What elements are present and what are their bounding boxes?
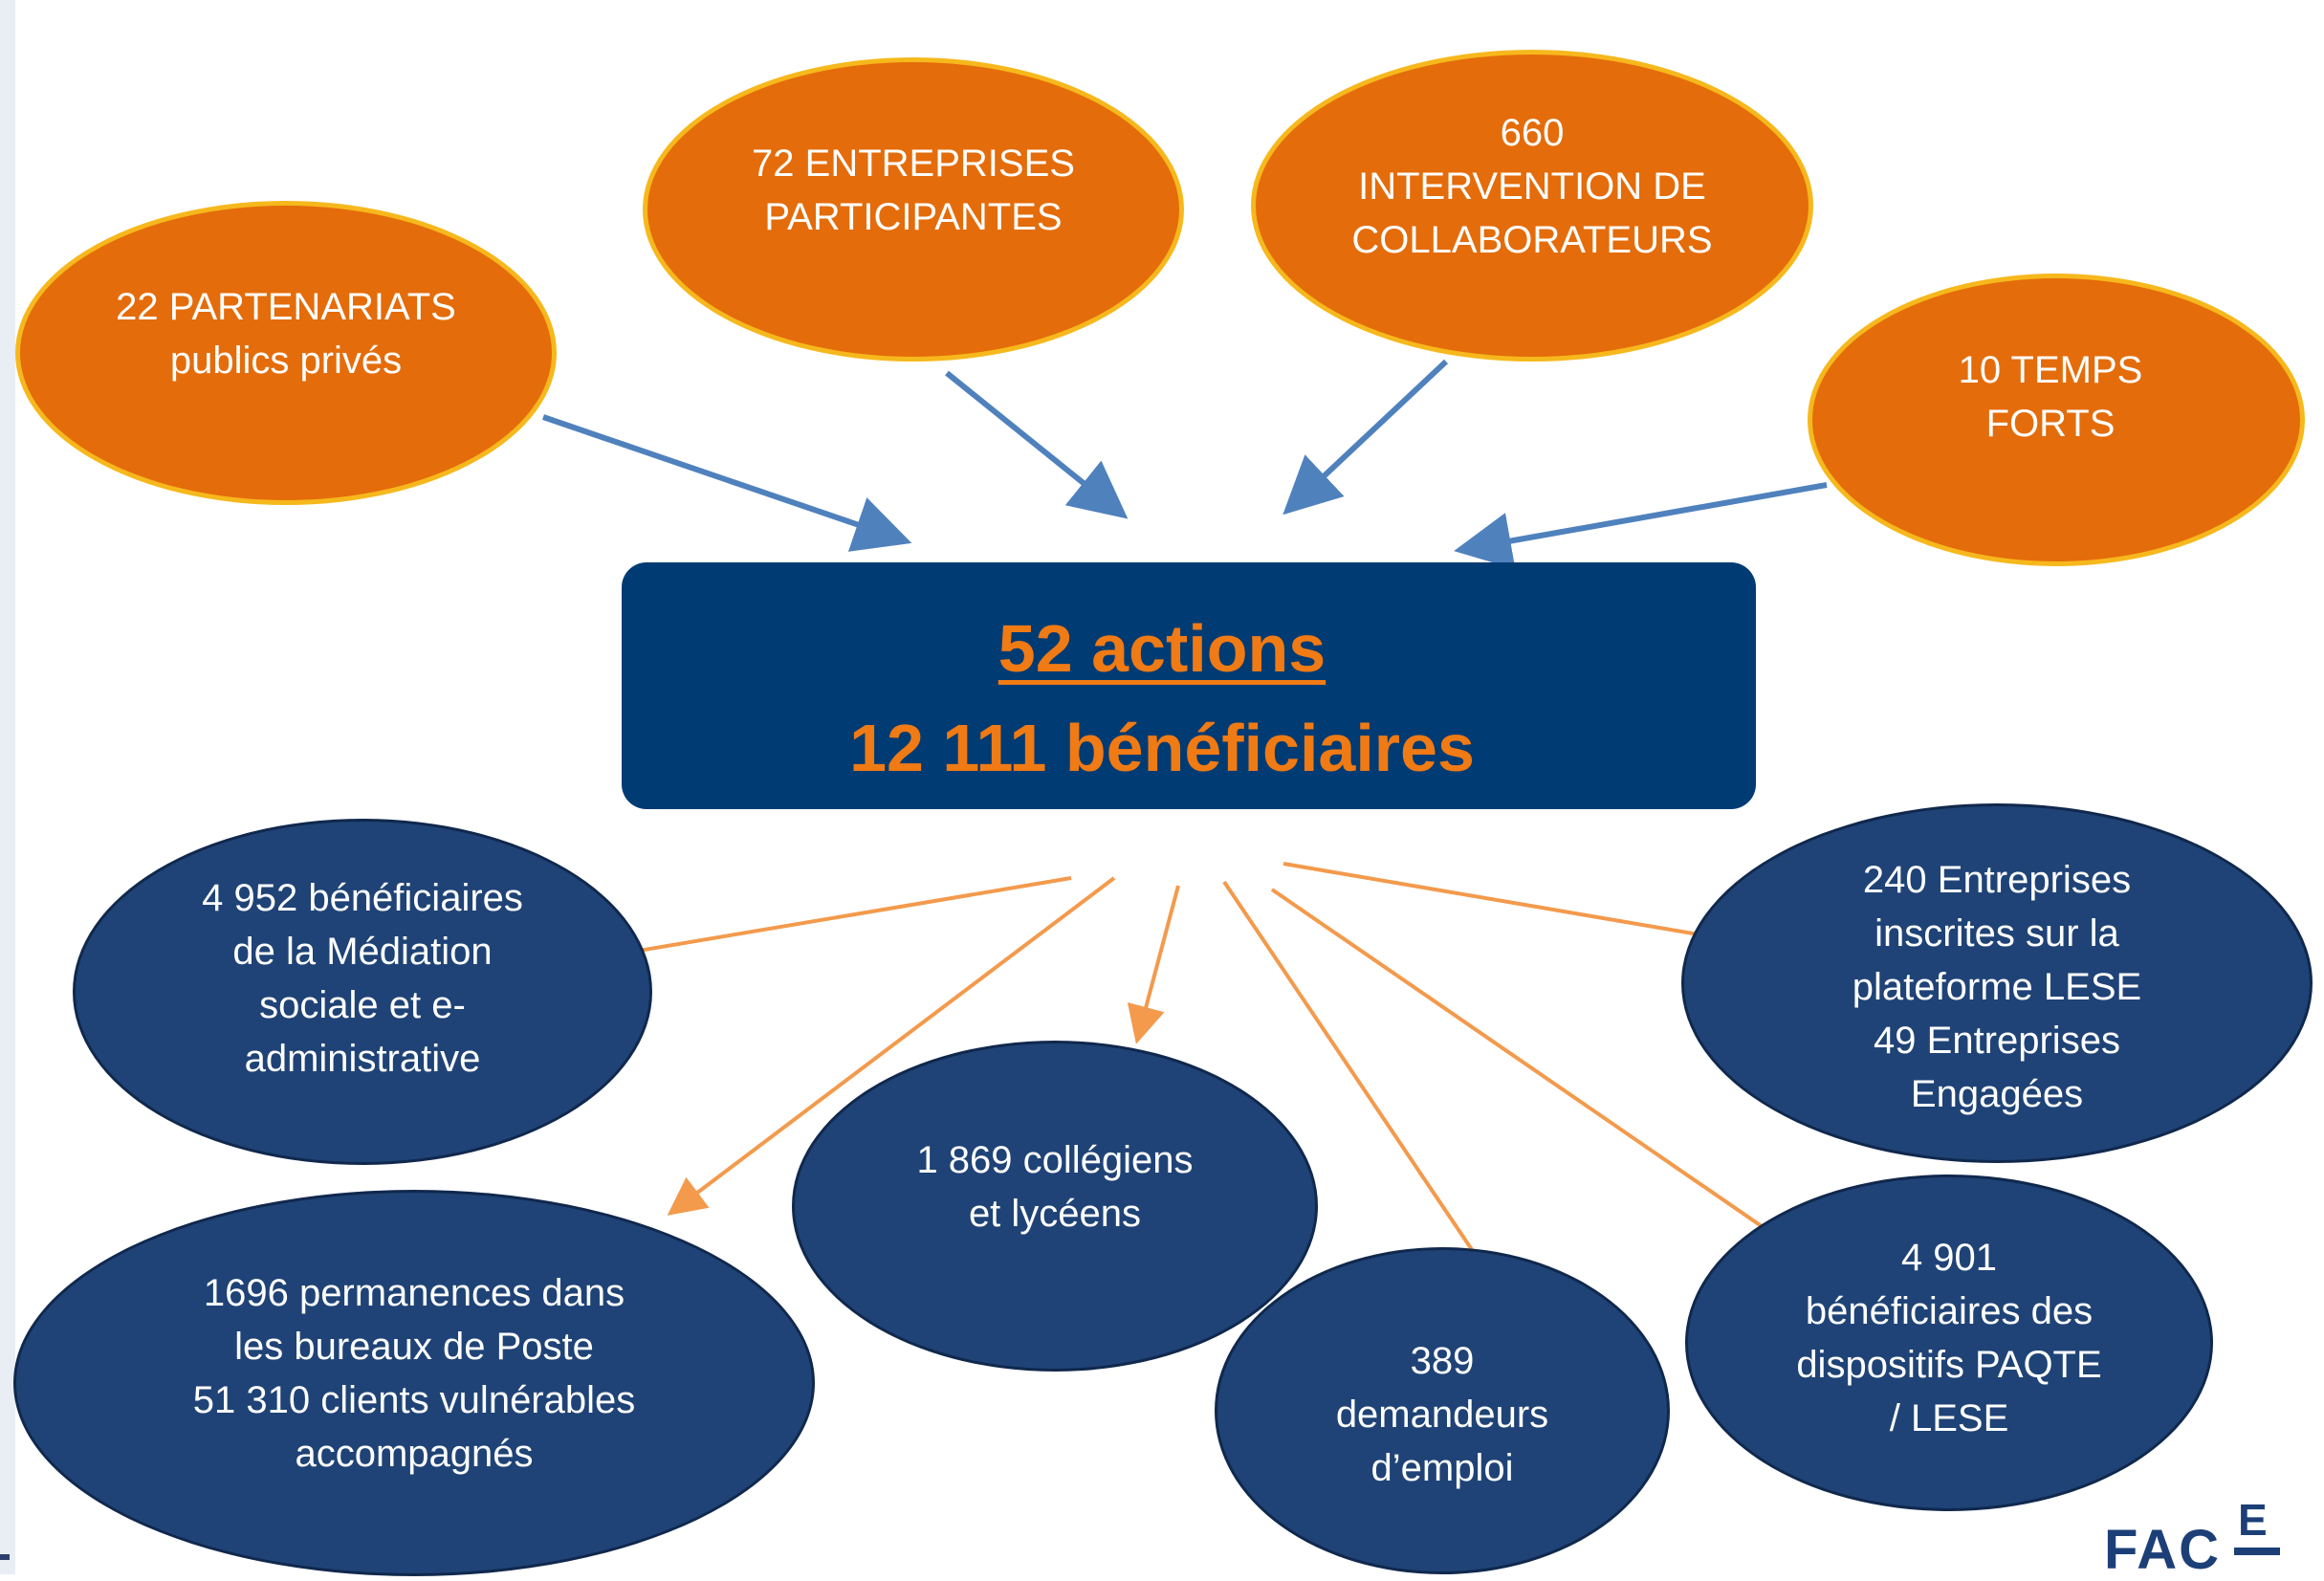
- left-edge-mark: [0, 1554, 10, 1560]
- bubble-temps-forts-text: 10 TEMPS FORTS: [1958, 349, 2143, 445]
- bubble-demandeurs: 389 demandeurs d’emploi: [1215, 1247, 1670, 1574]
- bubble-temps-forts: 10 TEMPS FORTS: [1808, 274, 2305, 566]
- arrow-permanences: [667, 876, 1116, 1216]
- bubble-entreprises: 72 ENTREPRISES PARTICIPANTES: [643, 57, 1184, 362]
- bubble-lese: 240 Entreprises inscrites sur la platefo…: [1681, 803, 2313, 1163]
- center-summary-box: [622, 562, 1756, 809]
- left-edge-strip: [0, 0, 15, 1574]
- bubble-paqte-text: 4 901 bénéficiaires des dispositifs PAQT…: [1796, 1237, 2102, 1439]
- arrow-collegiens: [1127, 885, 1180, 1044]
- arrow-paqte: [1270, 888, 1824, 1269]
- center-actions-count: 52 actions: [998, 611, 1326, 686]
- bubble-permanences: 1696 permanences dans les bureaux de Pos…: [13, 1190, 815, 1576]
- face-logo-bar: [2234, 1548, 2280, 1555]
- bubble-entreprises-text: 72 ENTREPRISES PARTICIPANTES: [752, 143, 1075, 238]
- face-logo-main: FAC: [2104, 1519, 2221, 1581]
- bubble-lese-text: 240 Entreprises inscrites sur la platefo…: [1852, 859, 2142, 1115]
- bubble-partenariats: 22 PARTENARIATS publics privés: [15, 201, 557, 505]
- bubble-permanences-text: 1696 permanences dans les bureaux de Pos…: [192, 1272, 636, 1475]
- bubble-collaborateurs-text: 660 INTERVENTION DE COLLABORATEURS: [1351, 112, 1713, 261]
- arrow-mediation: [585, 876, 1072, 973]
- bubble-collegiens: 1 869 collégiens et lycéens: [792, 1041, 1318, 1372]
- center-beneficiaires-count: 12 111 bénéficiaires: [849, 711, 1475, 785]
- bubble-mediation-text: 4 952 bénéficiaires de la Médiation soci…: [202, 877, 523, 1080]
- arrow-temps-forts: [1454, 482, 1828, 570]
- bubble-mediation: 4 952 bénéficiaires de la Médiation soci…: [73, 819, 652, 1165]
- face-logo: FAC E: [2104, 1498, 2295, 1578]
- bubble-partenariats-text: 22 PARTENARIATS publics privés: [116, 286, 456, 382]
- arrow-partenariats: [542, 414, 912, 552]
- bubble-demandeurs-text: 389 demandeurs d’emploi: [1335, 1340, 1549, 1489]
- bubble-paqte: 4 901 bénéficiaires des dispositifs PAQT…: [1685, 1175, 2213, 1511]
- bubble-collaborateurs: 660 INTERVENTION DE COLLABORATEURS: [1251, 50, 1813, 362]
- arrow-demandeurs: [1222, 880, 1511, 1307]
- arrow-collaborateurs: [1283, 359, 1449, 516]
- face-logo-sup: E: [2238, 1495, 2268, 1545]
- bubble-collegiens-text: 1 869 collégiens et lycéens: [916, 1139, 1194, 1235]
- arrow-entreprises: [945, 370, 1129, 519]
